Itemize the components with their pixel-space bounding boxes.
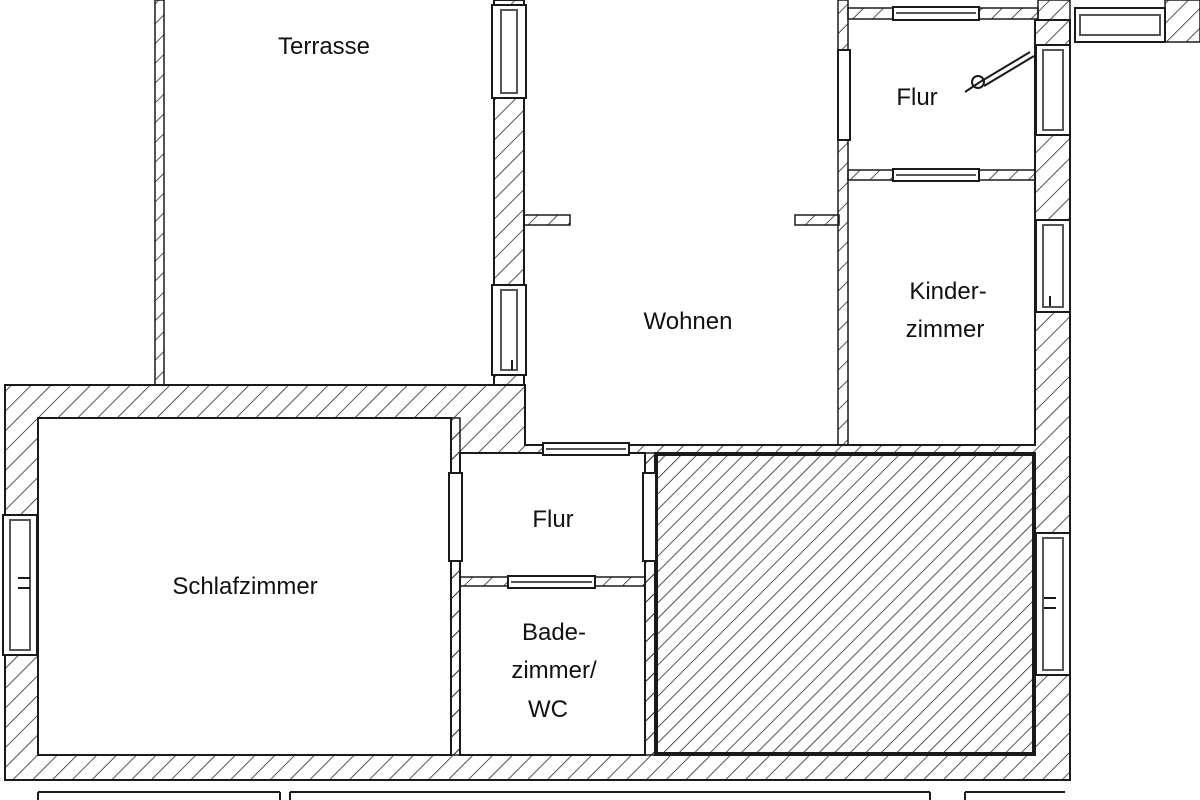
label-flur-middle: Flur: [532, 506, 573, 533]
wall-schlaf-flur: [450, 417, 461, 756]
window-top-right: [1074, 7, 1166, 43]
wall-terrasse-left: [154, 0, 165, 386]
bottom-edge: [37, 791, 1065, 800]
wall-top-right-stub: [1164, 0, 1200, 43]
label-kinderzimmer-line2: zimmer: [906, 316, 985, 343]
key-icon: [964, 51, 1035, 93]
label-flur-top: Flur: [896, 84, 937, 111]
window-right-lower: [1035, 532, 1071, 676]
window-kinderzimmer: [1035, 219, 1071, 313]
window-flur-left: [448, 472, 463, 562]
window-flur-outer: [1035, 44, 1071, 136]
stub-wall-left: [523, 214, 571, 226]
window-terrasse-bottom: [491, 284, 527, 376]
window-flur-bad: [507, 575, 596, 589]
wall-flur-storage: [644, 452, 656, 756]
label-bad-line3: WC: [528, 696, 568, 723]
window-wohnen-flur-middle: [542, 442, 630, 456]
wall-top-right-corner: [1037, 0, 1071, 21]
windows: [2, 4, 1166, 676]
label-schlafzimmer: Schlafzimmer: [172, 573, 317, 600]
label-terrasse: Terrasse: [278, 33, 370, 60]
label-kinderzimmer-line1: Kinder-: [909, 278, 986, 305]
window-terrasse-top: [491, 4, 527, 99]
window-handles: [18, 296, 1056, 609]
window-wohnen-flur: [837, 49, 851, 141]
stub-wall-right: [794, 214, 840, 226]
label-bad-line1: Bade-: [522, 619, 586, 646]
label-bad-line2: zimmer/: [511, 657, 597, 684]
window-schlafzimmer: [2, 514, 38, 656]
hatched-area: [656, 454, 1034, 754]
window-flur-top: [892, 6, 980, 21]
label-wohnen: Wohnen: [644, 308, 733, 335]
window-flur-kinder: [892, 168, 980, 182]
window-flur-right: [642, 472, 657, 562]
